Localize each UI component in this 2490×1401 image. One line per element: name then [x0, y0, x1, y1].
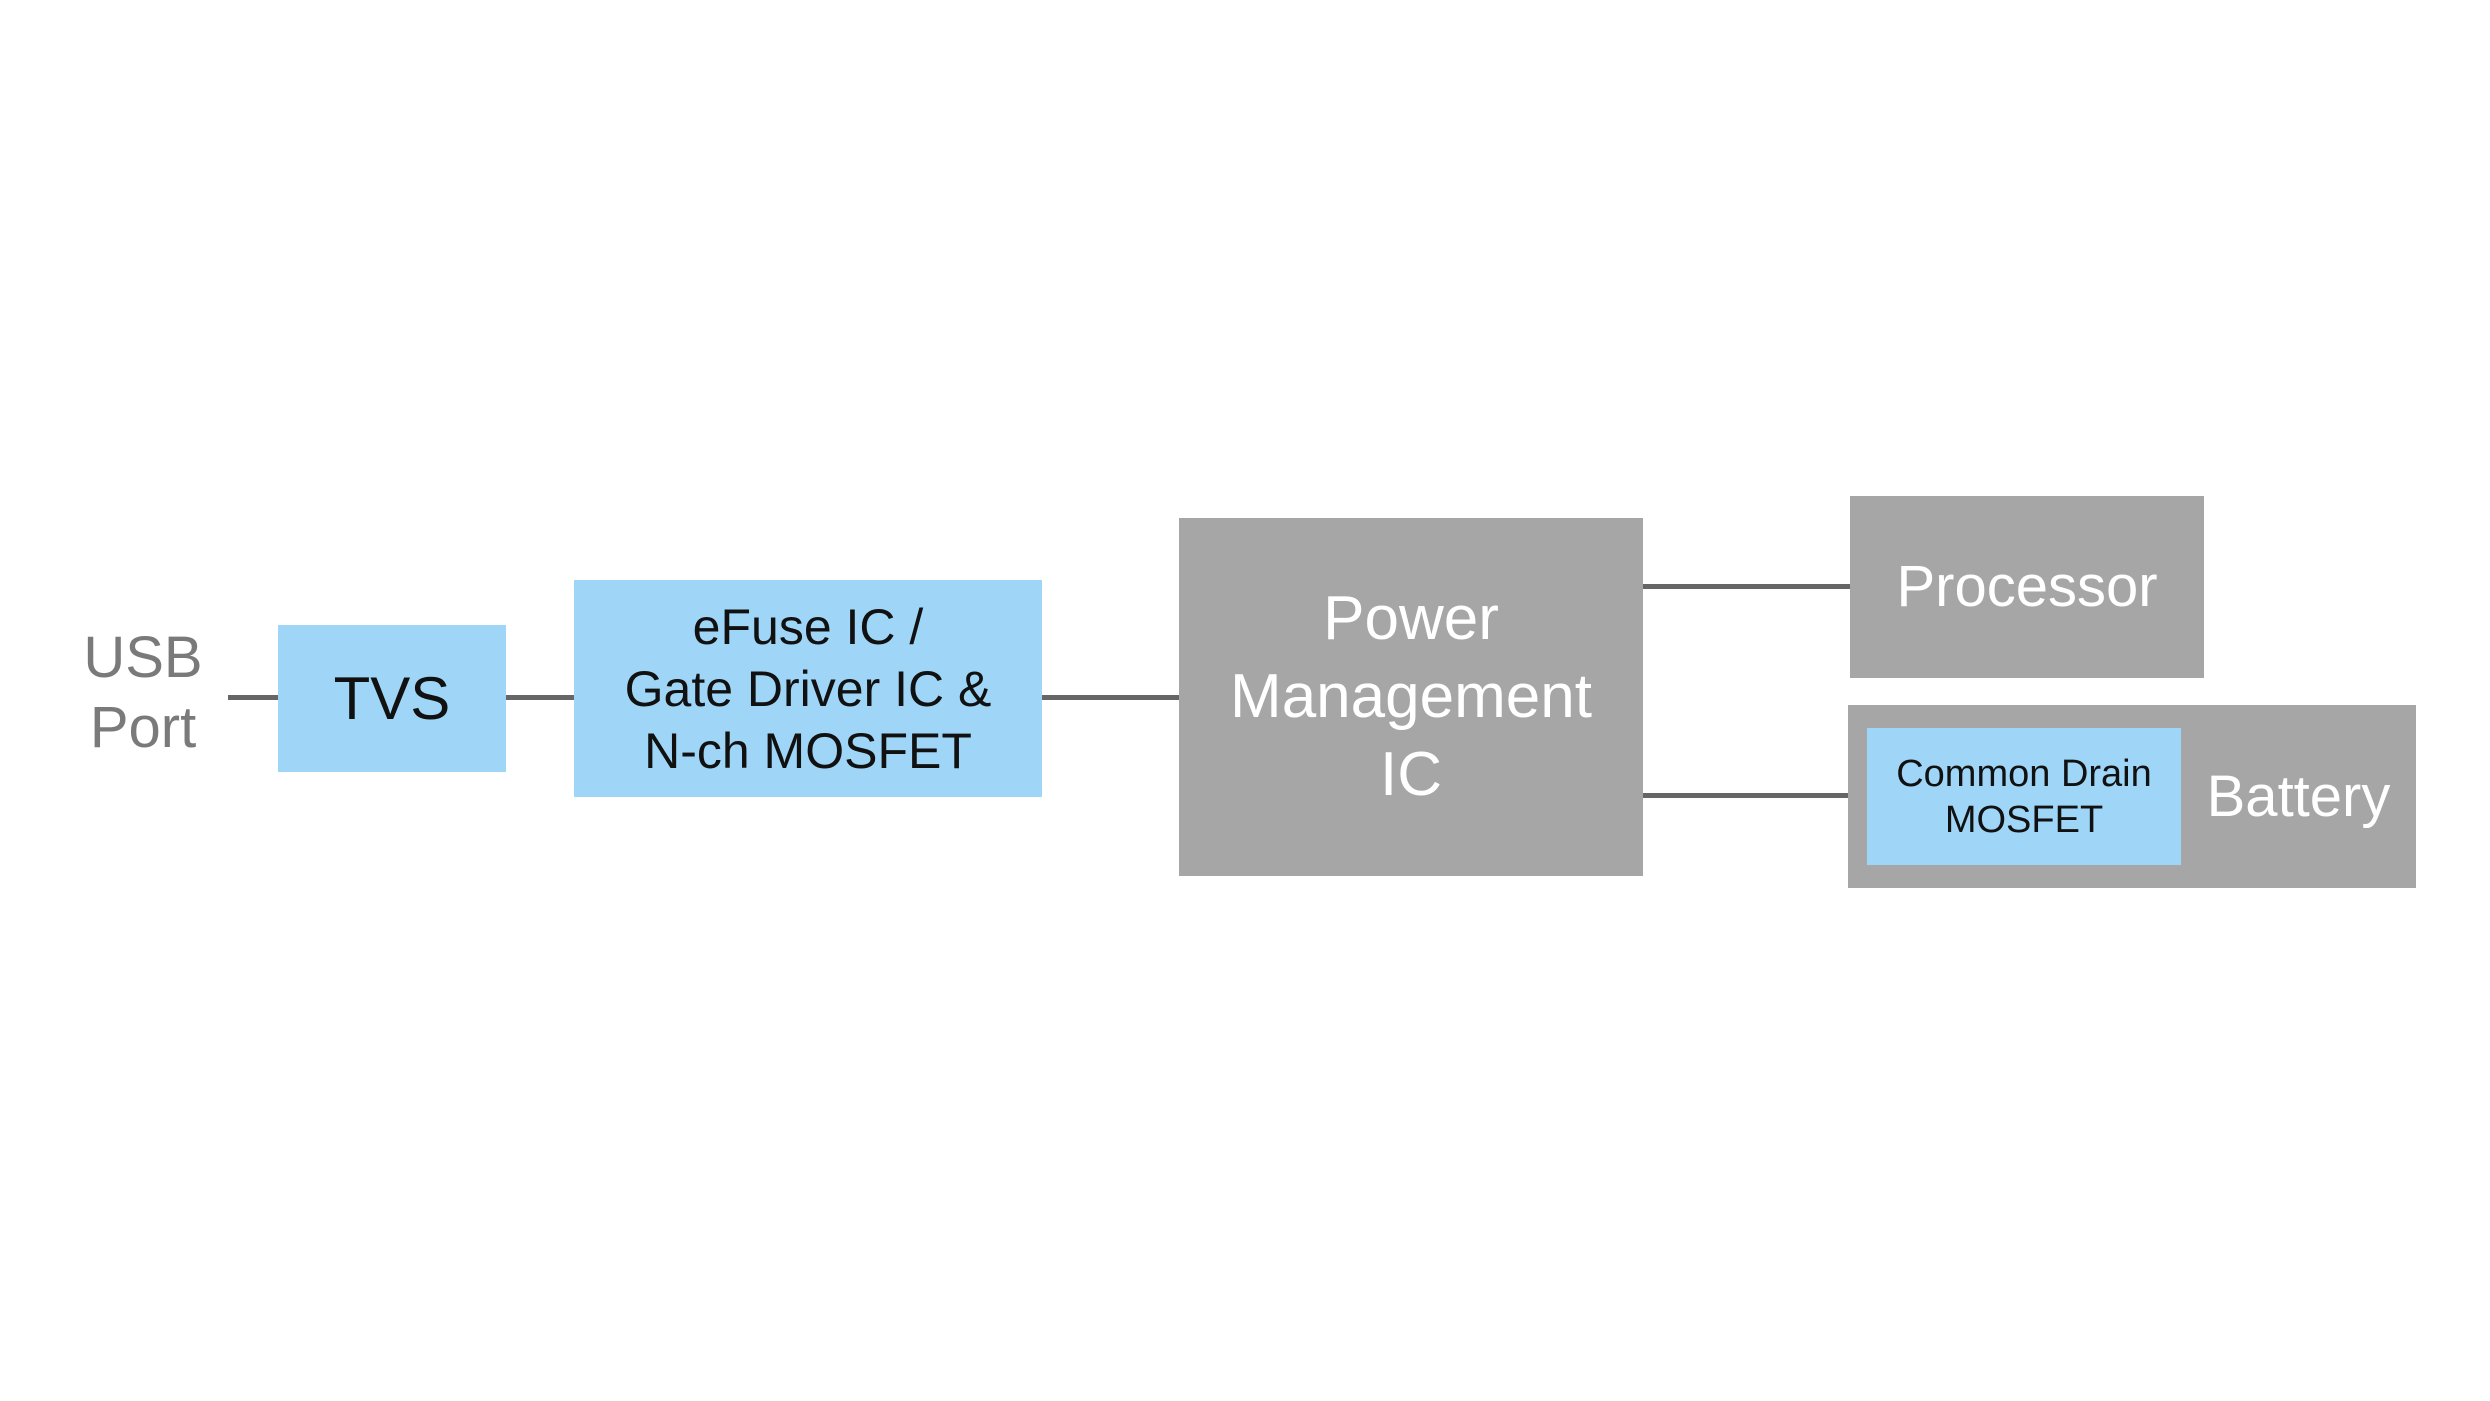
efuse-gate-driver-block: eFuse IC / Gate Driver IC & N-ch MOSFET — [574, 580, 1042, 797]
connector-pmic-processor — [1642, 584, 1850, 589]
battery-label-wrap: Battery — [2181, 705, 2416, 888]
common-drain-mosfet-block: Common Drain MOSFET — [1867, 728, 2181, 865]
tvs-block: TVS — [278, 625, 506, 772]
common-drain-mosfet-label: Common Drain MOSFET — [1896, 752, 2152, 841]
battery-label: Battery — [2206, 763, 2391, 829]
usb-port-label: USB Port — [83, 625, 203, 760]
power-management-ic-block: Power Management IC — [1179, 518, 1643, 876]
tvs-label: TVS — [333, 664, 451, 732]
connector-pmic-battery — [1642, 793, 1848, 798]
connector-efuse-pmic — [1042, 695, 1179, 700]
processor-label: Processor — [1896, 554, 2158, 619]
power-management-ic-label: Power Management IC — [1230, 584, 1592, 809]
efuse-gate-driver-label: eFuse IC / Gate Driver IC & N-ch MOSFET — [624, 598, 992, 779]
connector-usb-tvs — [228, 695, 278, 700]
connector-tvs-efuse — [505, 695, 575, 700]
processor-block: Processor — [1850, 496, 2204, 678]
